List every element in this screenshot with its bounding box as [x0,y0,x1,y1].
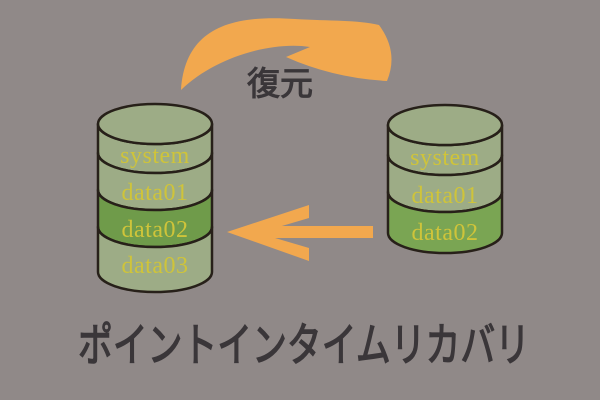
db-segment-data02 [386,190,504,255]
db-segment-label: data02 [412,220,479,246]
db-segment-label: system [120,143,190,169]
left-arrowhead-chevron [227,205,309,261]
left-database-cylinder [96,102,214,294]
db-top-ellipse [386,103,504,147]
restore-curved-arrow [181,18,392,90]
diagram-title: ポイントインタイムリカバリ [78,319,530,371]
right-database-labels: system data01 data02 [410,145,480,246]
db-segment-label: system [410,145,480,171]
left-arrow-shaft [252,226,373,238]
db-segment-data03 [96,225,214,294]
db-top-ellipse [96,102,214,146]
restore-arrow-label: 復元 [246,65,313,102]
db-segment-label: data01 [412,183,479,209]
right-database-cylinder [386,103,504,255]
left-database-labels: system data01 data02 data03 [120,143,190,279]
db-segment-label: data02 [122,217,189,243]
db-segment-label: data03 [122,253,189,279]
recovery-left-arrow [227,205,373,261]
db-segment-label: data01 [122,180,189,206]
